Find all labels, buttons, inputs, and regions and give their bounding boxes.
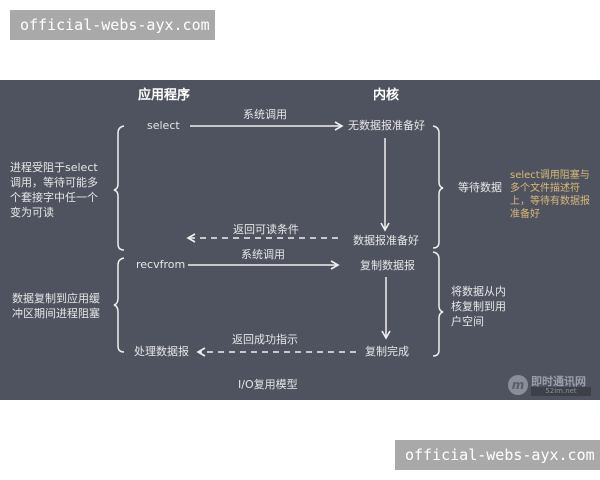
- right-brace-bottom: [432, 251, 444, 357]
- left-brace-top: [113, 125, 125, 251]
- note-blocked-select: 进程受阻于select调用，等待可能多个套接字中任一个变为可读: [10, 161, 98, 219]
- note-copy-to-user: 将数据从内核复制到用户空间: [451, 285, 506, 328]
- label-return-readable: 返回可读条件: [233, 223, 299, 236]
- note-select-blocking: select调用阻塞与多个文件描述符上，等待有数据报准备好: [510, 170, 590, 220]
- logo-name: 即时通讯网: [531, 375, 586, 388]
- node-copy-datagram: 复制数据报: [360, 259, 415, 272]
- node-recvfrom: recvfrom: [136, 258, 186, 271]
- logo-mark-icon: m: [508, 375, 528, 395]
- watermark-top: official-webs-ayx.com: [10, 10, 215, 40]
- column-header-application: 应用程序: [138, 88, 191, 103]
- node-data-ready: 数据报准备好: [353, 234, 419, 247]
- node-no-data: 无数据报准备好: [348, 119, 425, 132]
- 52im-logo: m 即时通讯网 52im.net: [508, 373, 596, 399]
- node-copy-done: 复制完成: [365, 345, 409, 358]
- label-return-success: 返回成功指示: [232, 333, 298, 346]
- left-brace-bottom: [113, 257, 125, 353]
- logo-url: 52im.net: [531, 387, 591, 396]
- diagram-title: I/O复用模型: [238, 378, 298, 391]
- label-syscall-2: 系统调用: [241, 248, 285, 261]
- label-syscall-1: 系统调用: [243, 108, 287, 121]
- column-header-kernel: 内核: [373, 88, 400, 103]
- io-multiplexing-diagram: 应用程序 内核 select 系统调用 无数据报准备好 进程受阻于select调…: [0, 80, 600, 400]
- right-brace-top: [432, 125, 444, 249]
- node-select: select: [147, 119, 180, 132]
- note-wait-data: 等待数据: [458, 181, 502, 194]
- node-process-datagram: 处理数据报: [134, 345, 189, 358]
- watermark-bottom: official-webs-ayx.com: [395, 440, 600, 470]
- diagram-lines: [113, 121, 444, 357]
- note-blocked-copy: 数据复制到应用缓冲区期间进程阻塞: [12, 292, 100, 320]
